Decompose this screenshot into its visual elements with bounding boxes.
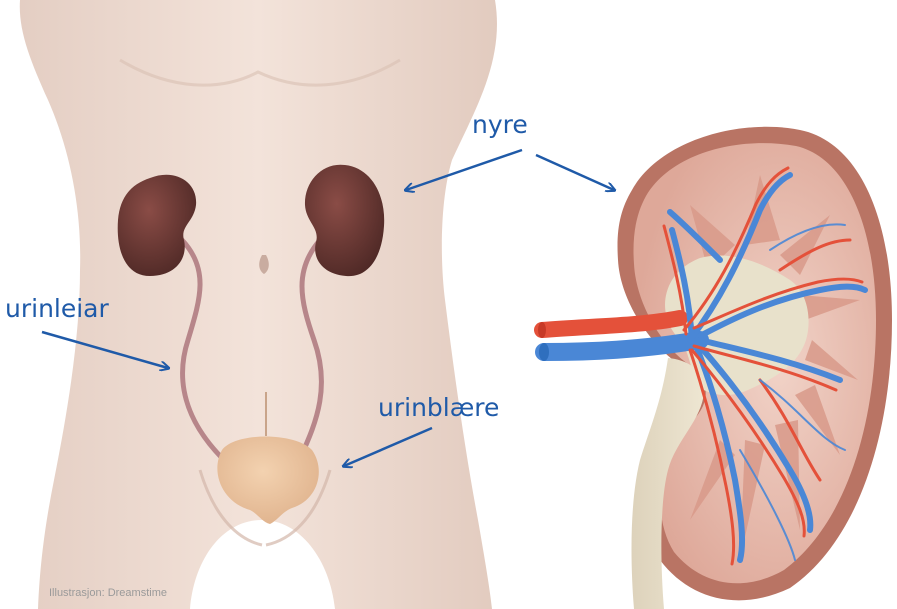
image-credit: Illustrasjon: Dreamstime xyxy=(49,587,167,599)
label-ureter: urinleiar xyxy=(5,296,109,321)
arrow-kidney-left xyxy=(406,150,522,190)
label-kidney: nyre xyxy=(472,112,528,137)
arrow-ureter xyxy=(42,332,168,368)
arrow-bladder xyxy=(344,428,432,466)
arrow-kidney-right xyxy=(536,155,614,190)
label-bladder: urinblære xyxy=(378,395,499,420)
